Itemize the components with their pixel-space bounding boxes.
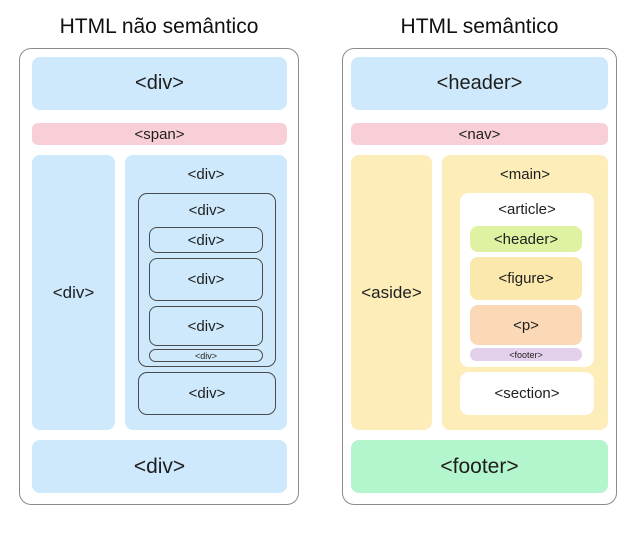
div-header-block: <div> xyxy=(32,57,287,110)
semantic-title: HTML semântico xyxy=(400,15,559,38)
nav-block: <nav> xyxy=(351,123,608,145)
div-aside-block: <div> xyxy=(32,155,115,430)
article-header-block: <header> xyxy=(470,226,582,252)
div-article-outline: <div> <div> <div> <div> <div> xyxy=(138,193,276,367)
non-semantic-title: HTML não semântico xyxy=(59,15,259,38)
aside-block: <aside> xyxy=(351,155,432,430)
div-figure-box: <div> xyxy=(149,258,263,301)
span-nav-block: <span> xyxy=(32,123,287,145)
article-footer-block: <footer> xyxy=(470,348,582,361)
main-column-label: <div> xyxy=(187,165,225,183)
div-article-footer-box: <div> xyxy=(149,349,263,362)
main-label: <main> xyxy=(499,165,551,183)
section-block: <section> xyxy=(460,372,594,415)
div-main-column: <div> <div> <div> <div> <div> <div> <div… xyxy=(125,155,287,430)
semantic-panel: <header> <nav> <aside> <main> <article> … xyxy=(342,48,617,505)
paragraph-block: <p> xyxy=(470,305,582,345)
div-footer-block: <div> xyxy=(32,440,287,493)
div-paragraph-box: <div> xyxy=(149,306,263,346)
main-column: <main> <article> <header> <figure> <p> <… xyxy=(442,155,608,430)
article-label: <article> xyxy=(498,200,556,218)
non-semantic-panel: <div> <span> <div> <div> <div> <div> <di… xyxy=(19,48,299,505)
article-box: <article> <header> <figure> <p> <footer> xyxy=(460,193,594,367)
header-block: <header> xyxy=(351,57,608,110)
article-outline-label: <div> xyxy=(188,201,226,219)
figure-block: <figure> xyxy=(470,257,582,300)
div-section-box: <div> xyxy=(138,372,276,415)
div-article-header-box: <div> xyxy=(149,227,263,253)
footer-block: <footer> xyxy=(351,440,608,493)
